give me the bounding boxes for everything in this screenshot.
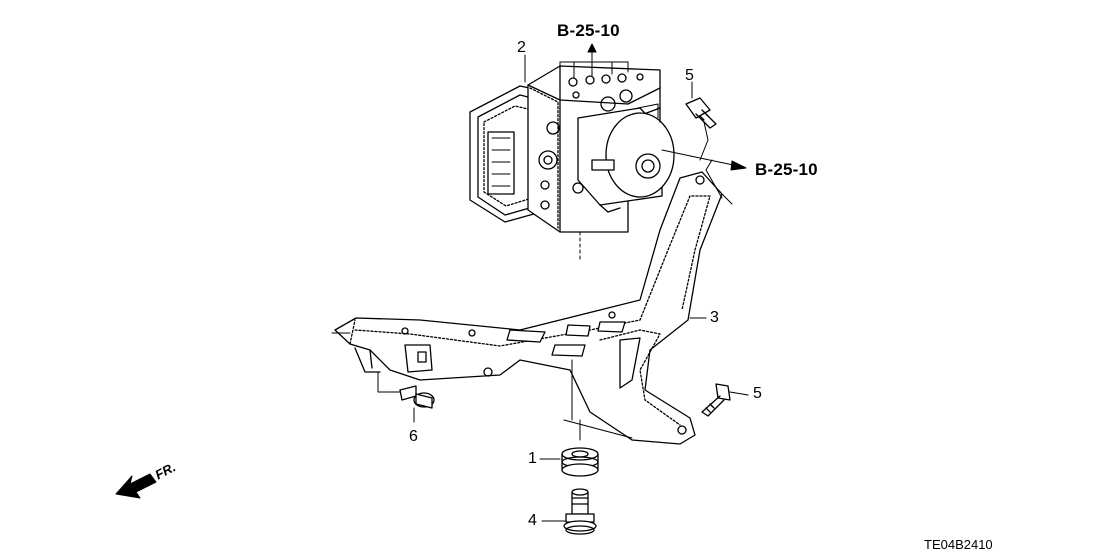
reference-label-right: B-25-10 <box>755 160 818 179</box>
bolt-5-right <box>701 383 731 417</box>
callout-2: 2 <box>517 39 526 56</box>
callout-1: 1 <box>528 450 537 467</box>
reference-arrow-right <box>661 149 747 171</box>
bolt-5-top <box>685 97 717 129</box>
rubber-mount <box>561 447 599 477</box>
front-direction-arrow <box>115 473 157 499</box>
callout-5-right: 5 <box>753 385 762 402</box>
abs-bracket <box>334 171 723 445</box>
mount-bolt <box>563 488 597 535</box>
callout-4: 4 <box>528 512 537 529</box>
diagram-code: TE04B2410 <box>924 537 993 552</box>
callout-3: 3 <box>710 309 719 326</box>
reference-label-top: B-25-10 <box>557 21 620 40</box>
abs-modulator-unit <box>469 65 675 233</box>
callout-5-top: 5 <box>685 67 694 84</box>
flange-bolt-6 <box>399 385 435 409</box>
reference-arrow-top <box>559 43 629 81</box>
leader-lines <box>331 54 749 522</box>
callout-6: 6 <box>409 428 418 445</box>
